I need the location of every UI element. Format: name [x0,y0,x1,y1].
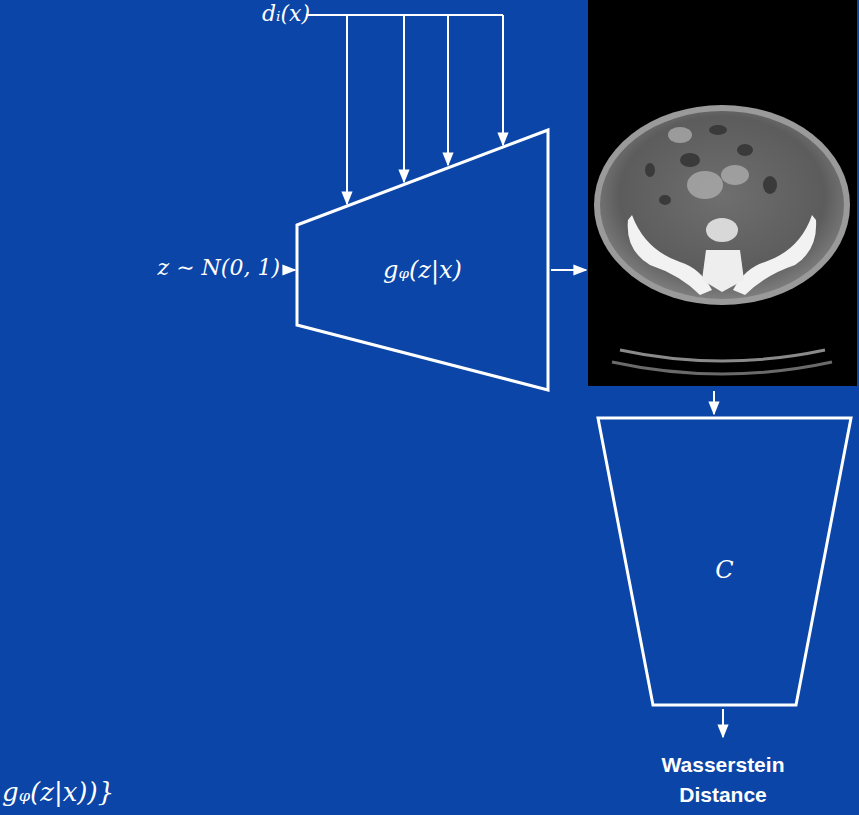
ct-scan-image [588,0,857,386]
node-label: gᵩ(z|x) [383,256,462,284]
trapezoid-shape [297,130,548,390]
formula-fragment: gᵩ(z|x))} [2,777,222,807]
conditioning-lines [306,15,503,204]
trapezoid-shape [598,418,851,705]
node-label: C [715,556,733,584]
condition-label: dᵢ(x) [262,1,322,26]
output-label: Wasserstein Distance [633,750,813,810]
noise-label: z ∼ N(0, 1) [130,255,280,280]
generator-trapezoid: gᵩ(z|x) [297,130,548,390]
critic-trapezoid: C [598,418,851,705]
